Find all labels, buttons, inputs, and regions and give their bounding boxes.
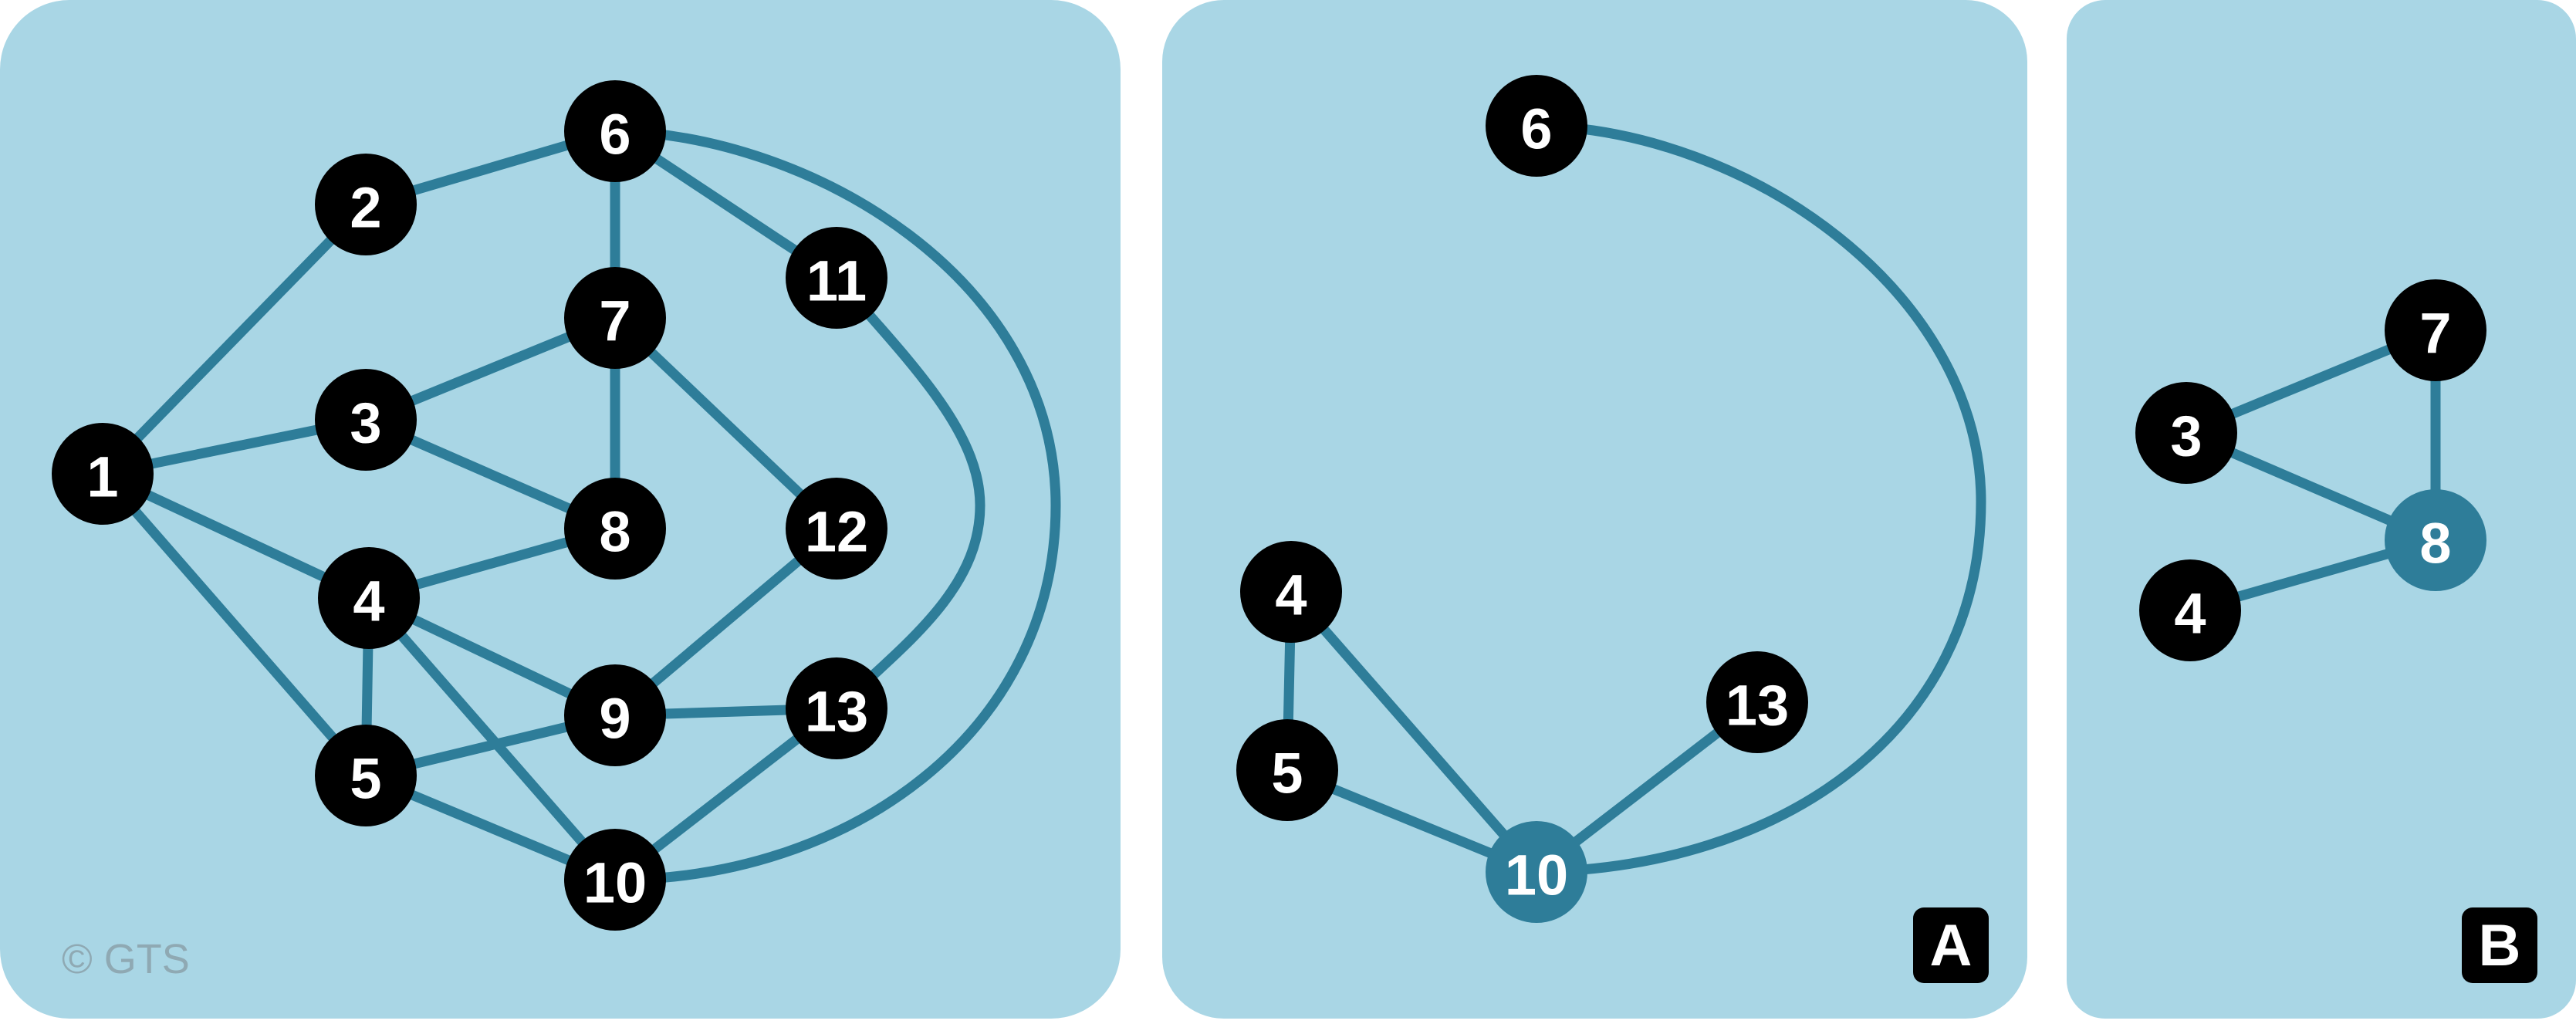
main-node-circle-6	[564, 80, 666, 182]
sub-a-node-6: 6	[1486, 75, 1587, 177]
main-node-label-12: 12	[805, 500, 868, 564]
main-node-13: 13	[786, 657, 887, 759]
sub-b-node-3: 3	[2135, 382, 2237, 484]
main-node-circle-4	[318, 547, 420, 649]
sub-a-node-circle-6	[1486, 75, 1587, 177]
main-node-label-10: 10	[583, 851, 647, 915]
sub-a-node-10: 10	[1486, 821, 1587, 923]
sub-a-node-label-4: 4	[1275, 563, 1307, 627]
main-node-circle-8	[564, 478, 666, 580]
main-node-10: 10	[564, 829, 666, 931]
main-node-5: 5	[315, 725, 417, 826]
sub-b-node-circle-3	[2135, 382, 2237, 484]
main-edge-7-12	[610, 313, 842, 534]
subgraph-a-panel: 6 4 5 13 10 A	[1162, 0, 2027, 1019]
panel-a-label: A	[1913, 907, 1989, 983]
main-node-label-1: 1	[86, 445, 118, 509]
sub-b-node-circle-7	[2385, 279, 2486, 381]
sub-a-node-13: 13	[1706, 651, 1808, 753]
sub-b-node-8: 8	[2385, 489, 2486, 591]
main-node-12: 12	[786, 478, 887, 580]
sub-a-node-label-6: 6	[1520, 97, 1552, 161]
main-node-circle-5	[315, 725, 417, 826]
main-edge-1-2	[97, 199, 371, 479]
sub-a-edge-6-10	[1531, 120, 1986, 877]
main-node-circle-11	[786, 227, 887, 329]
sub-a-node-label-10: 10	[1505, 843, 1568, 907]
main-node-11: 11	[786, 227, 887, 329]
main-node-2: 2	[315, 154, 417, 255]
panel-b-label: B	[2462, 907, 2537, 983]
sub-a-node-4: 4	[1240, 541, 1342, 643]
main-node-6: 6	[564, 80, 666, 182]
main-node-label-13: 13	[805, 680, 868, 744]
main-node-label-3: 3	[350, 391, 381, 455]
main-node-circle-12	[786, 478, 887, 580]
sub-b-node-label-4: 4	[2174, 582, 2206, 646]
sub-a-node-label-5: 5	[1271, 742, 1303, 806]
sub-b-node-label-3: 3	[2170, 404, 2202, 468]
sub-a-node-5: 5	[1236, 719, 1338, 821]
subgraph-a: 6 4 5 13 10	[1236, 75, 1986, 923]
sub-b-node-7: 7	[2385, 279, 2486, 381]
main-edge-11-13	[831, 272, 985, 714]
main-node-label-6: 6	[599, 103, 630, 167]
main-node-circle-13	[786, 657, 887, 759]
main-edge-6-10	[610, 126, 1061, 885]
main-node-circle-2	[315, 154, 417, 255]
main-edge-1-5	[97, 468, 371, 781]
subgraph-b: 7 3 4 8	[2135, 279, 2486, 661]
main-node-1: 1	[52, 423, 154, 525]
main-node-3: 3	[315, 369, 417, 471]
main-node-label-7: 7	[599, 289, 630, 353]
sub-b-node-circle-4	[2139, 559, 2241, 661]
main-node-7: 7	[564, 267, 666, 369]
main-node-8: 8	[564, 478, 666, 580]
sub-b-node-label-8: 8	[2419, 512, 2451, 576]
subgraph-b-panel: 7 3 4 8 B	[2067, 0, 2576, 1019]
sub-a-node-circle-13	[1706, 651, 1808, 753]
sub-b-node-label-7: 7	[2419, 302, 2451, 366]
sub-a-node-label-13: 13	[1726, 674, 1789, 738]
sub-a-node-circle-5	[1236, 719, 1338, 821]
main-node-circle-1	[52, 423, 154, 525]
main-node-label-9: 9	[599, 687, 630, 751]
copyright-text: © GTS	[62, 936, 190, 982]
sub-a-node-circle-4	[1240, 541, 1342, 643]
main-node-circle-10	[564, 829, 666, 931]
sub-a-node-circle-10	[1486, 821, 1587, 923]
sub-a-edge-4-10	[1286, 586, 1542, 877]
main-node-circle-3	[315, 369, 417, 471]
main-edge-4-10	[363, 593, 620, 885]
sub-b-node-4: 4	[2139, 559, 2241, 661]
main-node-label-11: 11	[806, 249, 867, 313]
main-node-circle-7	[564, 267, 666, 369]
main-node-label-5: 5	[350, 747, 381, 811]
main-node-4: 4	[318, 547, 420, 649]
main-node-label-4: 4	[353, 569, 384, 634]
main-node-label-2: 2	[350, 176, 381, 240]
main-node-9: 9	[564, 664, 666, 766]
sub-b-node-circle-8	[2385, 489, 2486, 591]
main-node-circle-9	[564, 664, 666, 766]
main-node-label-8: 8	[599, 500, 630, 564]
